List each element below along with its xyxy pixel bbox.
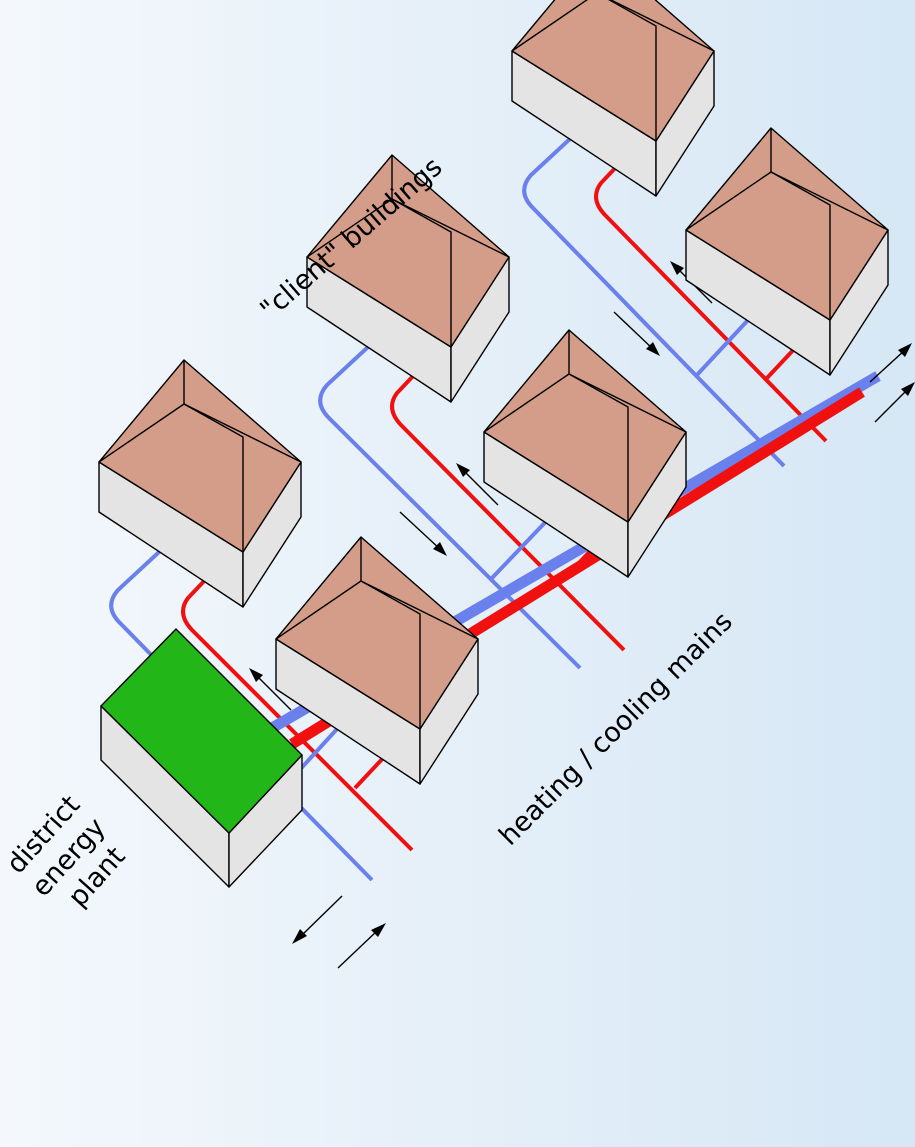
return-service-pipe [390, 371, 626, 652]
arrow-group2-supply [399, 511, 447, 556]
arrow-group3-supply [613, 311, 660, 356]
arrow-main-end-in [874, 382, 915, 423]
supply-service-pipe [318, 333, 582, 670]
supply-service-pipe [522, 123, 786, 468]
supply-service-pipe [109, 538, 374, 882]
plant-roof [100, 628, 303, 834]
arrow-main-end-out [869, 343, 912, 383]
district-energy-plant [100, 628, 303, 888]
arrow-return-main [337, 923, 386, 969]
arrow-group1-return [249, 668, 292, 711]
return-service-pipe [594, 161, 828, 443]
return-service-pipe [181, 576, 414, 852]
return-branch-pipe [353, 753, 388, 790]
arrow-group2-return [456, 463, 499, 506]
arrow-supply-main [292, 895, 343, 944]
